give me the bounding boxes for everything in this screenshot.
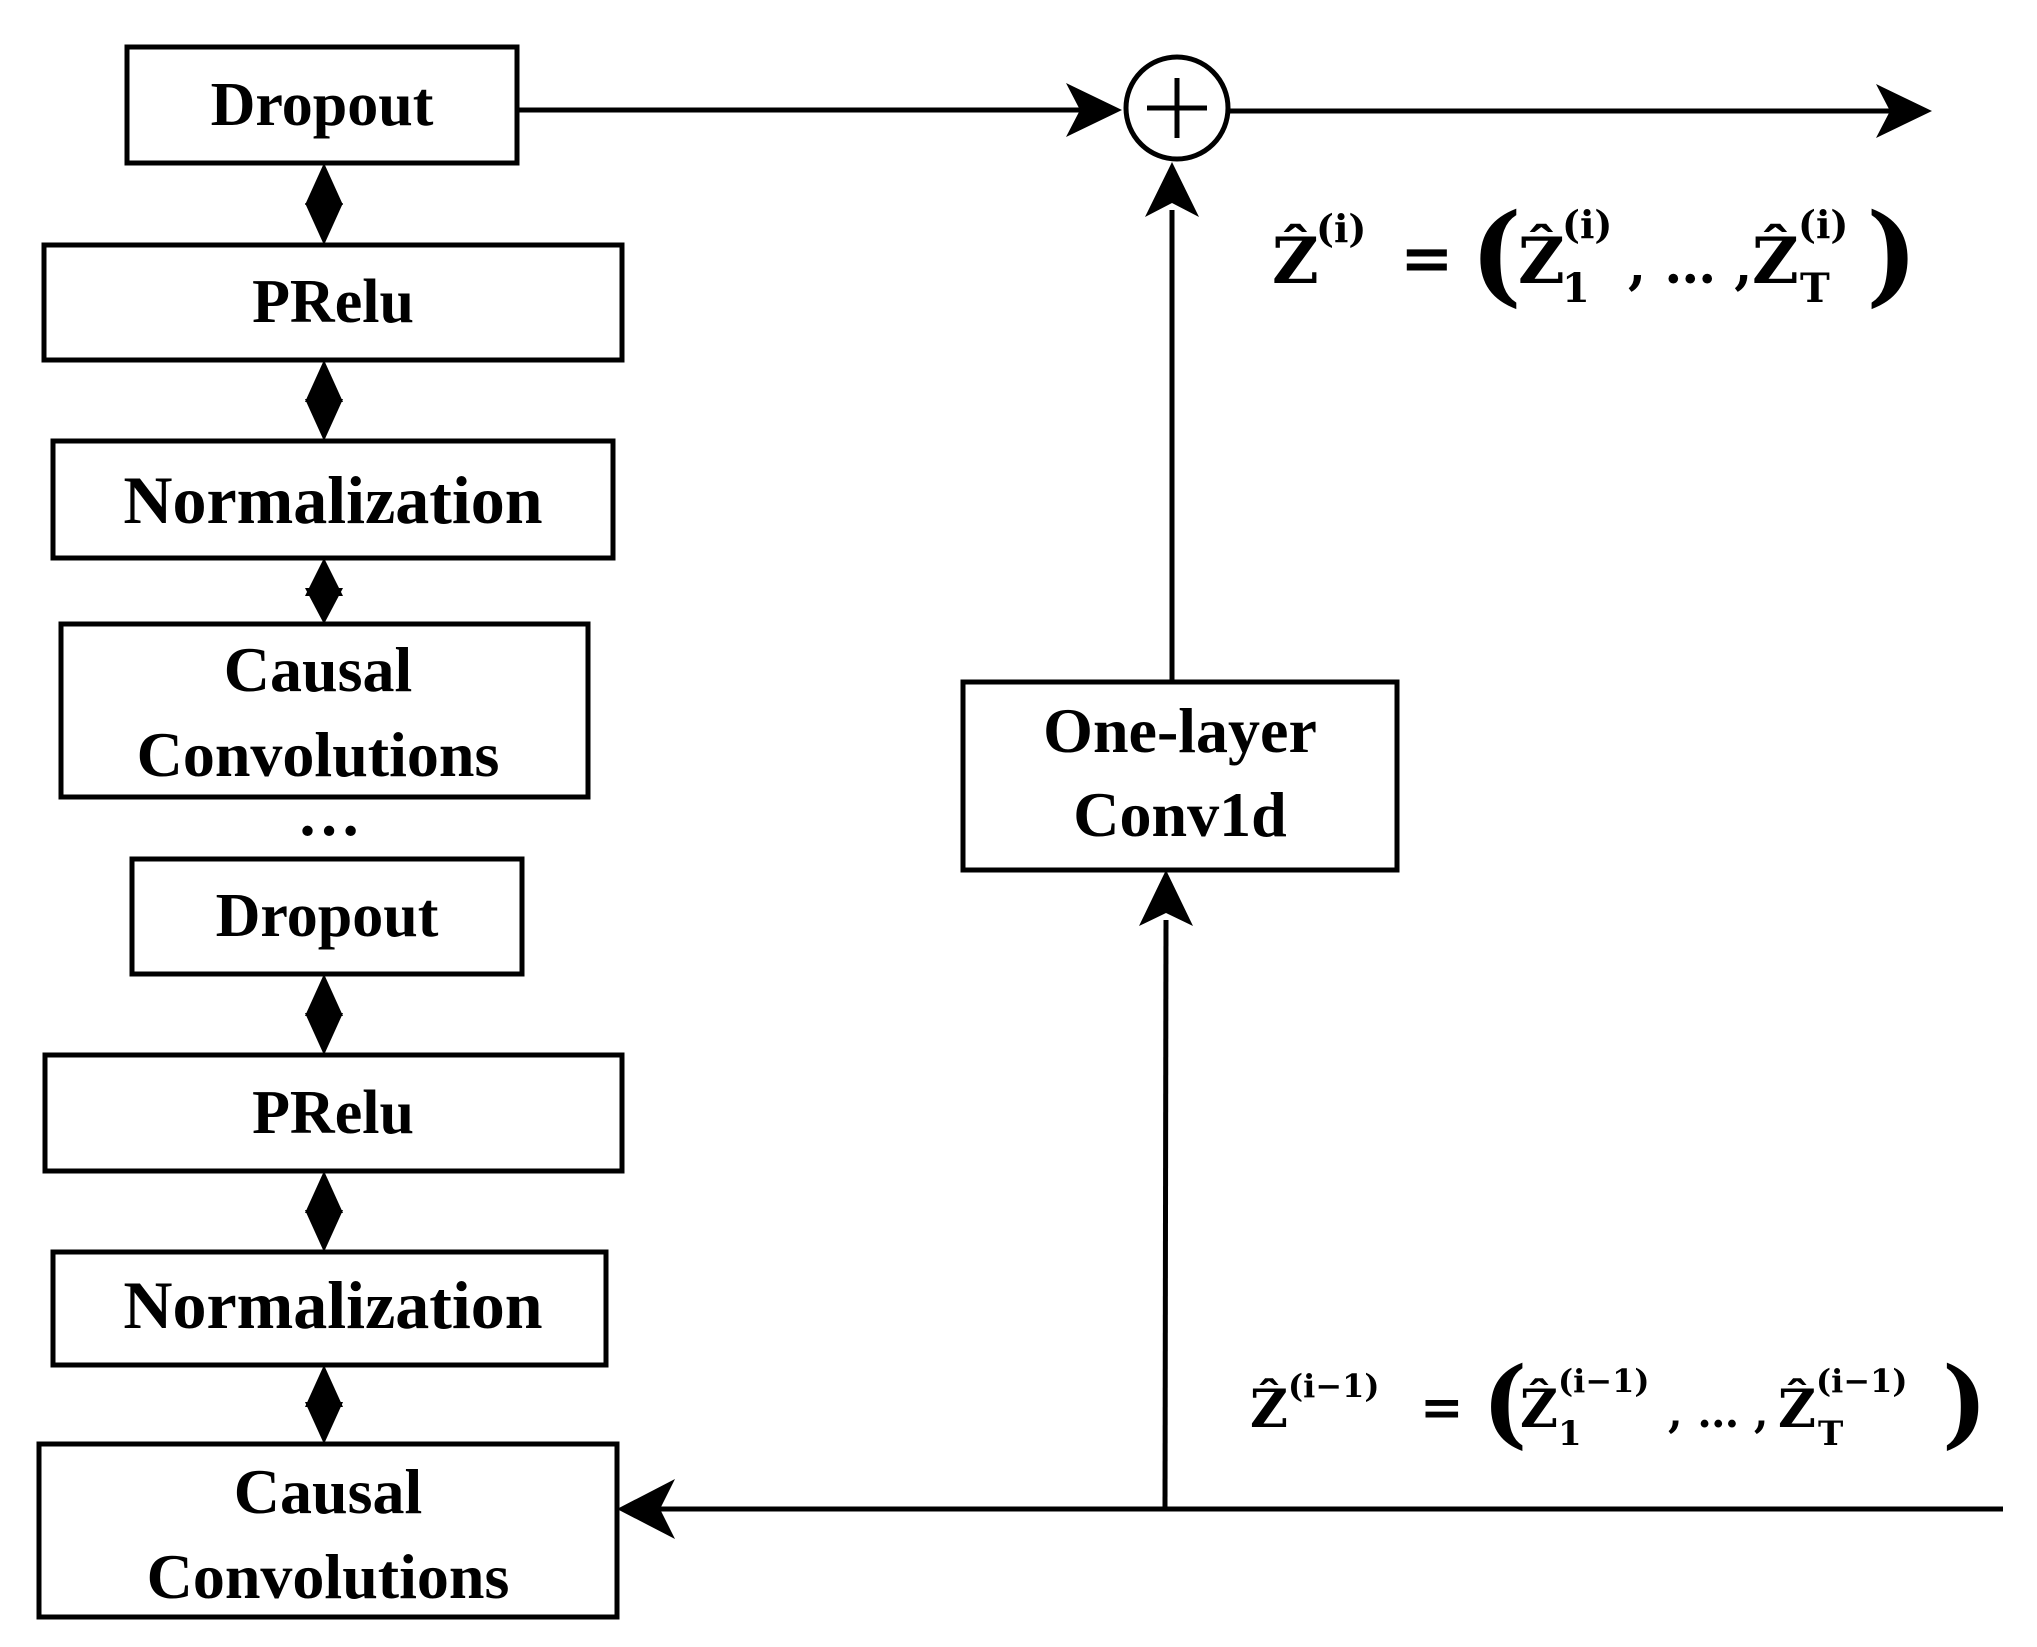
output-eq-lhs-sup: (i): [1316, 206, 1366, 251]
prelu-block-bottom: PRelu: [42, 1052, 625, 1174]
stack-connector-prelu-normalization-top: [305, 360, 343, 441]
output-eq-lhs: Ẑ: [1272, 224, 1319, 299]
causal-convolutions-block-top: Causal Convolutions: [58, 621, 591, 800]
input-eq-lhs-sup: (i−1): [1288, 1367, 1380, 1405]
output-eq-last-sup: (i): [1798, 202, 1848, 247]
output-eq-open-paren: (: [1470, 189, 1522, 318]
summation-node: +: [1123, 54, 1231, 162]
dropout-block-top: Dropout: [124, 44, 520, 166]
input-eq-first: Ẑ: [1520, 1378, 1558, 1440]
prelu-block-bottom-label: PRelu: [252, 1079, 414, 1147]
input-eq-last-sub: T: [1818, 1414, 1843, 1454]
causal-convolutions-block-bottom-line2: Convolutions: [147, 1541, 510, 1612]
normalization-block-bottom: Normalization: [50, 1249, 609, 1368]
input-equation: Ẑ (i−1) = ( Ẑ (i−1) 1 , … , Ẑ (i−1) T ): [1250, 1346, 1987, 1459]
input-eq-open-paren: (: [1482, 1346, 1527, 1459]
stack-connector-normalization-causal-bottom: [305, 1365, 343, 1444]
one-layer-conv1d-line1: One-layer: [1043, 695, 1317, 766]
normalization-block-top: Normalization: [50, 438, 616, 561]
dropout-block-bottom-label: Dropout: [216, 882, 439, 950]
output-eq-separator: , … ,: [1628, 235, 1752, 296]
causal-convolutions-block-top-line2: Convolutions: [137, 719, 500, 790]
dropout-block-top-label: Dropout: [211, 71, 434, 139]
input-eq-separator: , … ,: [1668, 1388, 1769, 1437]
input-eq-last-sup: (i−1): [1816, 1362, 1908, 1400]
output-eq-close-paren: ): [1866, 189, 1918, 318]
one-layer-conv1d-line2: Conv1d: [1073, 779, 1286, 850]
causal-convolutions-block-bottom-line1: Causal: [234, 1456, 423, 1527]
output-arrow: [1228, 84, 1932, 138]
conv1d-to-adder-arrow: [1145, 162, 1199, 682]
output-eq-first-sub: 1: [1562, 265, 1590, 312]
output-equation: Ẑ (i) = ( Ẑ (i) 1 , … , Ẑ (i) T ): [1272, 189, 1918, 318]
stack-connector-dropout-prelu-top: [305, 163, 343, 245]
causal-convolutions-block-top-line1: Causal: [224, 634, 413, 705]
residual-branch-to-conv1d: [1139, 870, 1193, 1510]
stack-connector-dropout-prelu-bottom: [305, 974, 343, 1055]
output-eq-first: Ẑ: [1518, 224, 1565, 299]
prelu-block-top-label: PRelu: [252, 268, 414, 336]
stack-connector-prelu-normalization-bottom: [305, 1171, 343, 1252]
normalization-block-bottom-label: Normalization: [123, 1267, 542, 1343]
input-eq-first-sub: 1: [1558, 1414, 1582, 1454]
input-eq-close-paren: ): [1942, 1346, 1987, 1459]
input-arrow: [617, 1479, 2003, 1539]
input-eq-lhs: Ẑ: [1250, 1378, 1288, 1440]
input-eq-last: Ẑ: [1778, 1378, 1816, 1440]
dropout-to-adder-arrow: [517, 83, 1122, 137]
dropout-block-bottom: Dropout: [129, 856, 525, 977]
causal-convolutions-block-bottom: Causal Convolutions: [36, 1441, 620, 1620]
prelu-block-top: PRelu: [41, 242, 625, 363]
stack-connector-normalization-causal-top: [305, 558, 343, 624]
output-eq-last-sub: T: [1800, 265, 1830, 312]
output-eq-first-sup: (i): [1562, 202, 1612, 247]
output-eq-last: Ẑ: [1752, 224, 1799, 299]
stack-ellipsis: …: [297, 778, 361, 849]
input-eq-first-sup: (i−1): [1558, 1362, 1650, 1400]
one-layer-conv1d-block: One-layer Conv1d: [960, 679, 1400, 873]
output-eq-equals: =: [1400, 221, 1454, 296]
normalization-block-top-label: Normalization: [123, 462, 542, 538]
input-eq-equals: =: [1420, 1377, 1464, 1438]
